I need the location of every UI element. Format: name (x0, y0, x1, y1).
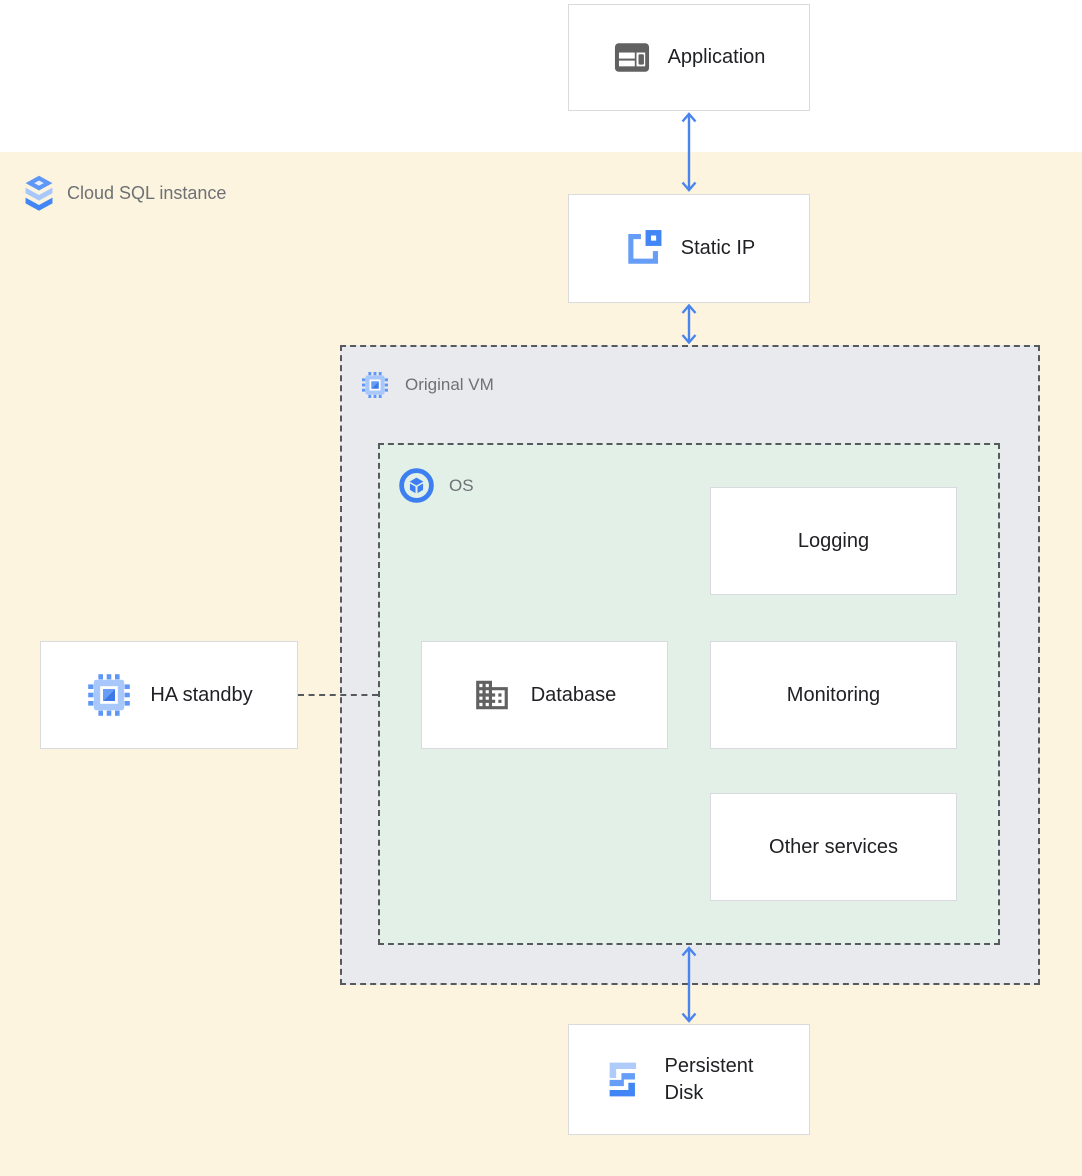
node-static-ip-label: Static IP (680, 237, 756, 259)
node-database: Database (421, 641, 668, 749)
node-monitoring-label: Monitoring (786, 683, 881, 706)
original-vm-title: Original VM (405, 375, 494, 394)
persistent-disk-icon (609, 1062, 636, 1097)
node-application: Application (568, 4, 810, 111)
node-persistent-disk-label: Persistent Disk (664, 1054, 754, 1104)
dashed-connector-hastandby-vm (298, 694, 378, 696)
node-application-label: Application (667, 46, 766, 68)
os-icon (399, 468, 434, 503)
arrow-os-persistentdisk (681, 946, 697, 1023)
cloud-sql-region-title: Cloud SQL instance (67, 182, 227, 203)
building-icon (475, 680, 508, 710)
arrow-application-staticip (681, 112, 697, 192)
compute-engine-icon (88, 674, 131, 716)
static-ip-icon (628, 230, 662, 264)
node-ha-standby: HA standby (40, 641, 298, 749)
node-monitoring: Monitoring (710, 641, 957, 749)
node-database-label: Database (530, 683, 617, 706)
node-other-services: Other services (710, 793, 957, 901)
node-static-ip: Static IP (568, 194, 810, 303)
node-logging: Logging (710, 487, 957, 595)
node-ha-standby-label: HA standby (150, 683, 253, 706)
os-title: OS (449, 475, 474, 495)
cloud-sql-region-label: Cloud SQL instance (22, 174, 226, 212)
compute-engine-icon (362, 372, 388, 398)
application-window-icon (614, 43, 649, 72)
node-logging-label: Logging (797, 529, 870, 552)
cloud-sql-icon (25, 175, 53, 211)
os-label: OS (399, 468, 474, 503)
arrow-staticip-vm (681, 304, 697, 344)
node-other-services-label: Other services (769, 835, 898, 858)
node-persistent-disk: Persistent Disk (568, 1024, 810, 1135)
original-vm-label: Original VM (360, 370, 494, 400)
